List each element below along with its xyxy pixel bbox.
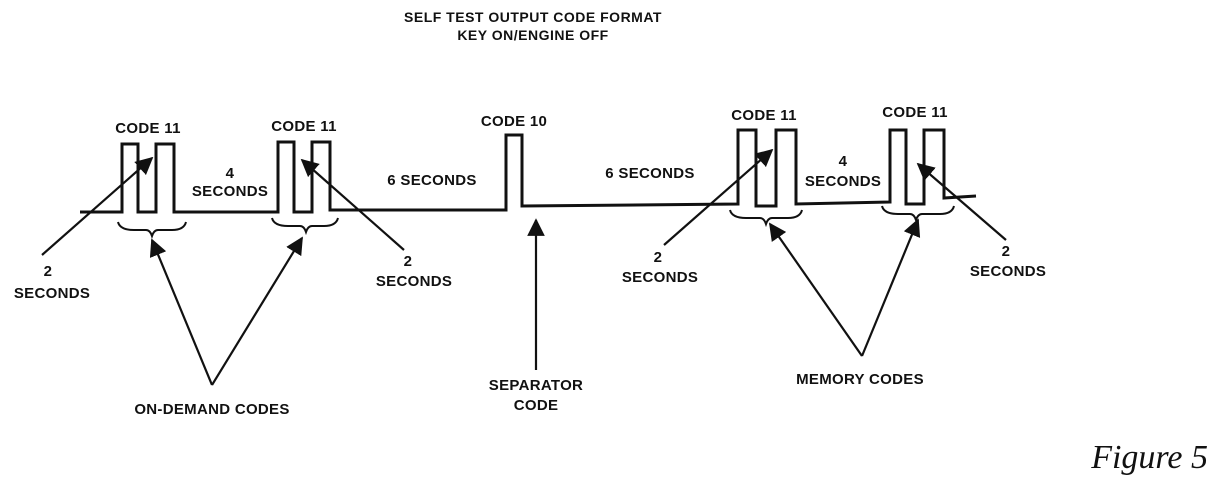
arrow-2s-3 [663, 148, 774, 246]
two-seconds-2-unit: SECONDS [376, 273, 452, 290]
brace-code-1 [117, 221, 187, 240]
arrow-memory-2 [860, 218, 921, 357]
memory-codes-label: MEMORY CODES [796, 371, 924, 388]
interval-4s-a-number: 4 [226, 165, 235, 182]
brace-code-3 [729, 209, 803, 228]
arrow-2s-2 [300, 158, 405, 251]
separator-code-label-line-2: CODE [514, 397, 559, 414]
interval-4s-b-unit: SECONDS [805, 173, 881, 190]
arrow-2s-4 [916, 162, 1007, 241]
title-line-1: SELF TEST OUTPUT CODE FORMAT [404, 9, 662, 25]
code-label-separator: CODE 10 [481, 113, 547, 130]
code-label-3: CODE 11 [731, 107, 796, 124]
two-seconds-4-number: 2 [1002, 243, 1011, 260]
two-seconds-3-number: 2 [654, 249, 663, 266]
interval-6s-a: 6 SECONDS [387, 172, 476, 189]
interval-4s-a-unit: SECONDS [192, 183, 268, 200]
arrow-2s-1 [41, 156, 154, 256]
brace-code-4 [881, 205, 955, 224]
interval-6s-b: 6 SECONDS [605, 165, 694, 182]
separator-code-label-line-1: SEPARATOR [489, 377, 583, 394]
on-demand-codes-label: ON-DEMAND CODES [134, 401, 289, 418]
code-label-4: CODE 11 [882, 104, 947, 121]
arrow-memory-1 [768, 222, 863, 357]
interval-4s-b-number: 4 [839, 153, 848, 170]
arrow-on-demand-2 [211, 236, 303, 386]
two-seconds-2-number: 2 [404, 253, 413, 270]
brace-code-2 [271, 217, 339, 236]
two-seconds-4-unit: SECONDS [970, 263, 1046, 280]
figure-caption: Figure 5 [1090, 439, 1208, 476]
title-line-2: KEY ON/ENGINE OFF [457, 27, 608, 43]
pulse-waveform [80, 128, 977, 214]
two-seconds-1-unit: SECONDS [14, 285, 90, 302]
two-seconds-3-unit: SECONDS [622, 269, 698, 286]
two-seconds-1-number: 2 [44, 263, 53, 280]
code-label-1: CODE 11 [115, 120, 180, 137]
code-label-2: CODE 11 [271, 118, 336, 135]
arrow-on-demand-1 [149, 238, 214, 386]
